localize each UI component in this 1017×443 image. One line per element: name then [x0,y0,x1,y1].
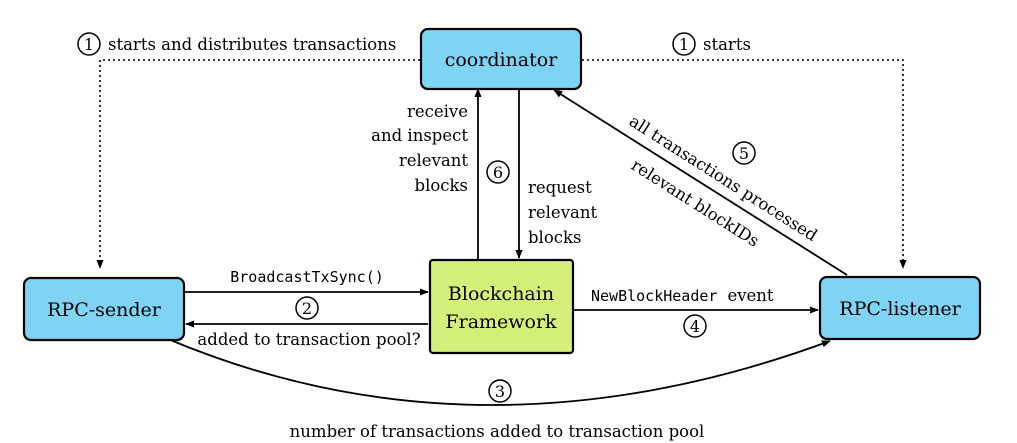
blockchain-label-line2: Framework [445,311,557,333]
rpc-listener-label: RPC-listener [839,298,961,320]
label-added-to-pool: added to transaction pool? [197,330,420,349]
label-request-line2: relevant [528,203,597,222]
step-2: 2 [295,296,319,320]
label-number-added: number of transactions added to transact… [290,422,705,441]
step-6-number: 6 [493,163,503,182]
label-receive-line3: relevant [399,151,468,170]
step-4: 4 [683,314,707,338]
label-starts-distributes: starts and distributes transactions [108,35,396,54]
rpc-sender-label: RPC-sender [47,299,162,321]
edge-sender-to-listener-curve [167,338,831,406]
step-1-left: 1 [77,32,101,56]
coordinator-node: coordinator [419,27,583,91]
label-receive-line4: blocks [415,176,468,195]
step-1-right: 1 [672,32,696,56]
edge-listener-to-coordinator [553,89,848,276]
label-request-line3: blocks [528,228,581,247]
blockchain-label-line1: Blockchain [448,283,554,305]
edge-coordinator-to-sender [96,59,420,269]
label-receive-line2: and inspect [371,126,468,145]
step-1-left-number: 1 [84,35,94,54]
step-6: 6 [486,160,510,184]
label-starts: starts [703,35,751,54]
label-request-line1: request [528,178,592,197]
label-receive-line1: receive [407,102,468,121]
step-2-number: 2 [302,299,312,318]
label-new-block-header: NewBlockHeader event [591,286,774,305]
step-1-right-number: 1 [679,35,689,54]
blockchain-framework-node: Blockchain Framework [428,258,575,355]
label-broadcast: BroadcastTxSync() [230,268,384,286]
rpc-sender-node: RPC-sender [22,276,186,342]
step-5: 5 [732,141,756,165]
step-4-number: 4 [690,317,700,336]
step-3-number: 3 [495,382,505,401]
step-5-number: 5 [739,144,749,163]
coordinator-label: coordinator [445,49,558,71]
label-new-block-header-event: event [727,286,773,305]
label-new-block-header-code: NewBlockHeader [591,287,717,305]
rpc-listener-node: RPC-listener [818,275,982,341]
step-3: 3 [488,379,512,403]
edge-coordinator-to-listener [582,59,907,269]
